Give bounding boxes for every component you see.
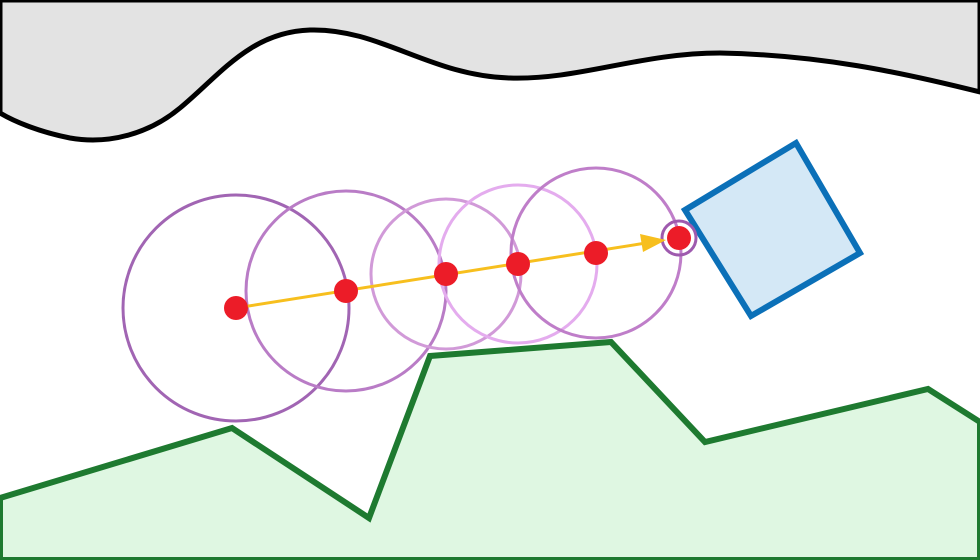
step-circle [244, 189, 448, 393]
march-point [584, 241, 608, 265]
march-point [224, 296, 248, 320]
march-point [506, 252, 530, 276]
march-point [667, 226, 691, 250]
march-point [434, 262, 458, 286]
step-circle [660, 219, 698, 257]
step-circle [121, 193, 351, 423]
blue-square [680, 138, 865, 321]
ground-shape [0, 338, 980, 560]
ray-arrowhead [640, 234, 666, 252]
march-point [334, 279, 358, 303]
march-points [224, 226, 691, 320]
step-circle [509, 166, 683, 340]
top-obstacle-shape [0, 0, 980, 143]
